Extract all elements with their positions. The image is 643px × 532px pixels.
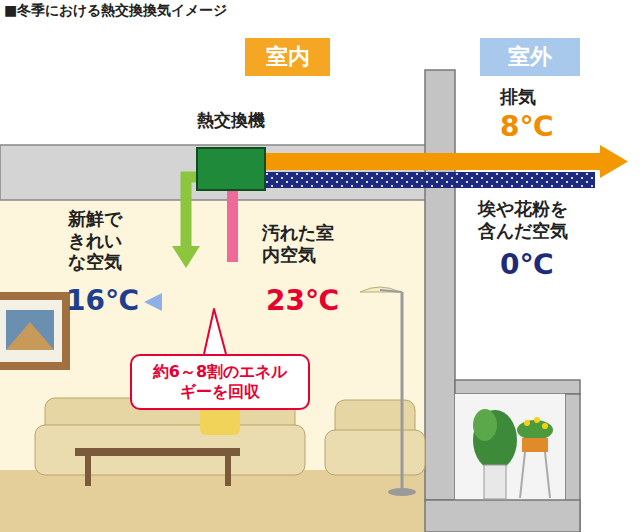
flow-label: 埃や花粉を含んだ空気 xyxy=(478,198,573,241)
floor xyxy=(0,470,425,532)
callout-box: 約6～8割のエネルギーを回収 xyxy=(130,354,310,410)
floor-lamp xyxy=(360,287,416,496)
node-label: 室内 xyxy=(266,43,310,71)
outdoor-header: 室外 xyxy=(480,38,580,76)
balcony-space xyxy=(455,394,565,504)
plants xyxy=(473,409,553,499)
callout-pointer xyxy=(204,309,226,354)
heat-recovery-dashes xyxy=(160,300,262,305)
heat-exchanger-unit xyxy=(197,148,265,190)
flow-label: 新鮮できれいな空気 xyxy=(68,208,127,273)
heat-recovery-arrowhead xyxy=(144,293,162,311)
diagram-title: ■冬季における熱交換換気イメージ xyxy=(4,2,227,19)
node-label: 室外 xyxy=(508,43,552,71)
outdoor-air-duct xyxy=(238,172,595,188)
temperature: 23℃ xyxy=(266,286,339,317)
outer-wall xyxy=(425,70,455,500)
flow-label: 汚れた室内空気 xyxy=(262,222,339,265)
heat-exchanger: 熱交換機 xyxy=(181,108,281,192)
room-interior xyxy=(0,200,425,532)
exhaust-arrow xyxy=(262,145,628,178)
armchair xyxy=(325,400,425,475)
supply-arrowhead xyxy=(172,246,200,268)
temperature: 0℃ xyxy=(500,250,553,281)
room-header: 室内 xyxy=(245,38,330,76)
flow-label: 排気 xyxy=(500,86,536,108)
temperature: 16℃ xyxy=(66,286,139,317)
callout-text: 約6～8割のエネルギーを回収 xyxy=(153,362,287,402)
painting xyxy=(0,292,70,370)
sofa xyxy=(35,398,305,486)
balcony-slab xyxy=(455,380,580,394)
node-label: 熱交換機 xyxy=(197,110,265,131)
return-air-bar xyxy=(227,190,238,262)
balcony-floor xyxy=(425,500,580,532)
temperature: 8℃ xyxy=(500,112,553,143)
